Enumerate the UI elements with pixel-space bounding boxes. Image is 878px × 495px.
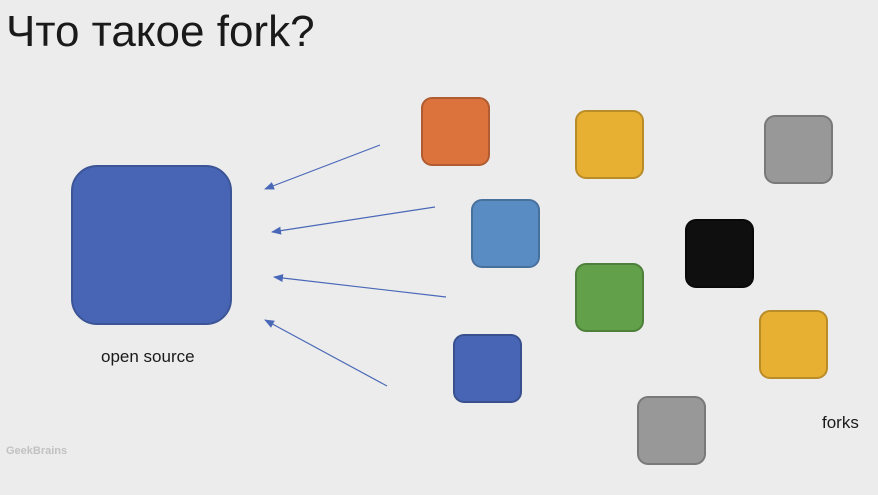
fork-box-gray-bottom	[637, 396, 706, 465]
fork-box-gray-top	[764, 115, 833, 184]
fork-box-yellow-top	[575, 110, 644, 179]
arrow-4	[264, 319, 388, 387]
open-source-label: open source	[101, 347, 195, 366]
fork-box-orange	[421, 97, 490, 166]
fork-box-green	[575, 263, 644, 332]
geekbrains-logo: GeekBrains	[6, 445, 68, 457]
slide-title: Что такое fork?	[6, 7, 315, 56]
fork-box-dark-blue	[453, 334, 522, 403]
fork-box-light-blue	[471, 199, 540, 268]
arrow-1	[264, 144, 381, 190]
open-source-repo-box	[71, 165, 232, 325]
arrow-2	[271, 206, 436, 235]
arrow-3	[273, 274, 447, 298]
forks-label: forks	[822, 413, 859, 432]
fork-box-yellow-bottom	[759, 310, 828, 379]
fork-box-black	[685, 219, 754, 288]
